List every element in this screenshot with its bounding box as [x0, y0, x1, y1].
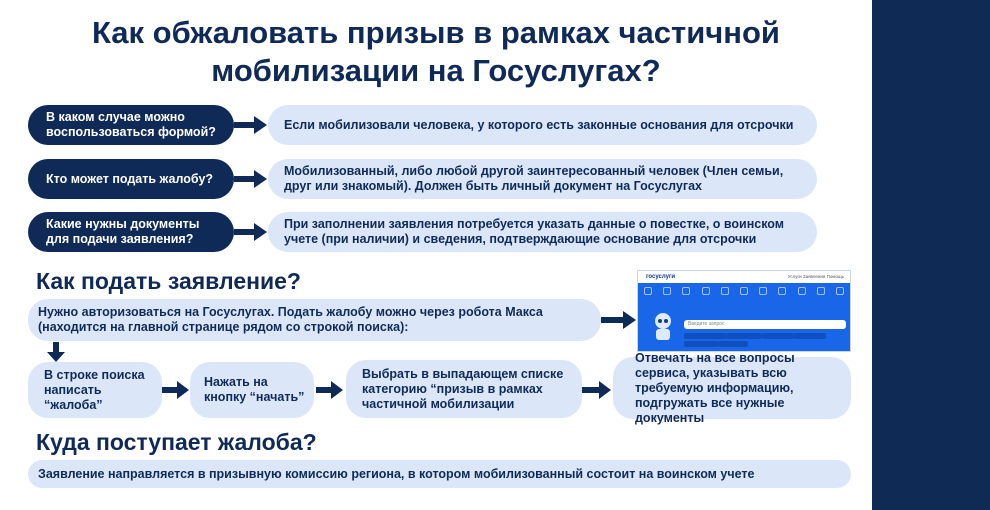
arrow-right-icon [162, 381, 189, 399]
step-3: Выбрать в выпадающем списке категорию “п… [346, 360, 582, 418]
gosuslugi-logo: госуслуги [646, 274, 676, 280]
step-1: В строке поиска написать “жалоба” [28, 362, 162, 418]
arrow-right-icon [234, 223, 267, 241]
faq-question-1: В каком случае можно воспользоваться фор… [28, 105, 234, 145]
gosuslugi-screenshot: госуслуги Услуги Заявления Помощь Введит… [637, 270, 851, 352]
portal-hero: Введите запрос [638, 283, 850, 351]
faq-answer-1: Если мобилизовали человека, у которого е… [268, 105, 817, 145]
arrow-down-icon [47, 342, 65, 362]
arrow-right-icon [601, 311, 636, 329]
title-line-2: мобилизации на Госуслугах? [211, 53, 661, 88]
portal-search-input: Введите запрос [684, 320, 846, 329]
where-heading: Куда поступает жалоба? [36, 429, 317, 455]
faq-question-2: Кто может подать жалобу? [28, 159, 234, 199]
arrow-right-icon [234, 170, 267, 188]
faq-answer-3: При заполнении заявления потребуется ука… [268, 212, 817, 252]
faq-answer-2: Мобилизованный, либо любой другой заинте… [268, 159, 817, 199]
step-4: Отвечать на все вопросы сервиса, указыва… [613, 351, 851, 425]
arrow-right-icon [234, 116, 267, 134]
right-decorative-band [872, 0, 990, 510]
portal-menu: Услуги Заявления Помощь [787, 274, 844, 279]
arrow-right-icon [316, 381, 343, 399]
how-to-heading: Как подать заявление? [36, 268, 301, 294]
page-title: Как обжаловать призыв в рамках частичной… [0, 14, 872, 90]
portal-category-icons [644, 287, 844, 303]
robot-maks-icon [655, 313, 671, 340]
where-text: Заявление направляется в призывную комис… [28, 460, 851, 488]
faq-question-3: Какие нужны документы для подачи заявлен… [28, 212, 234, 252]
arrow-right-icon [582, 381, 611, 399]
how-to-intro: Нужно авторизоваться на Госуслугах. Пода… [28, 299, 601, 341]
title-line-1: Как обжаловать призыв в рамках частичной [92, 15, 780, 50]
step-2: Нажать на кнопку “начать” [190, 362, 314, 418]
